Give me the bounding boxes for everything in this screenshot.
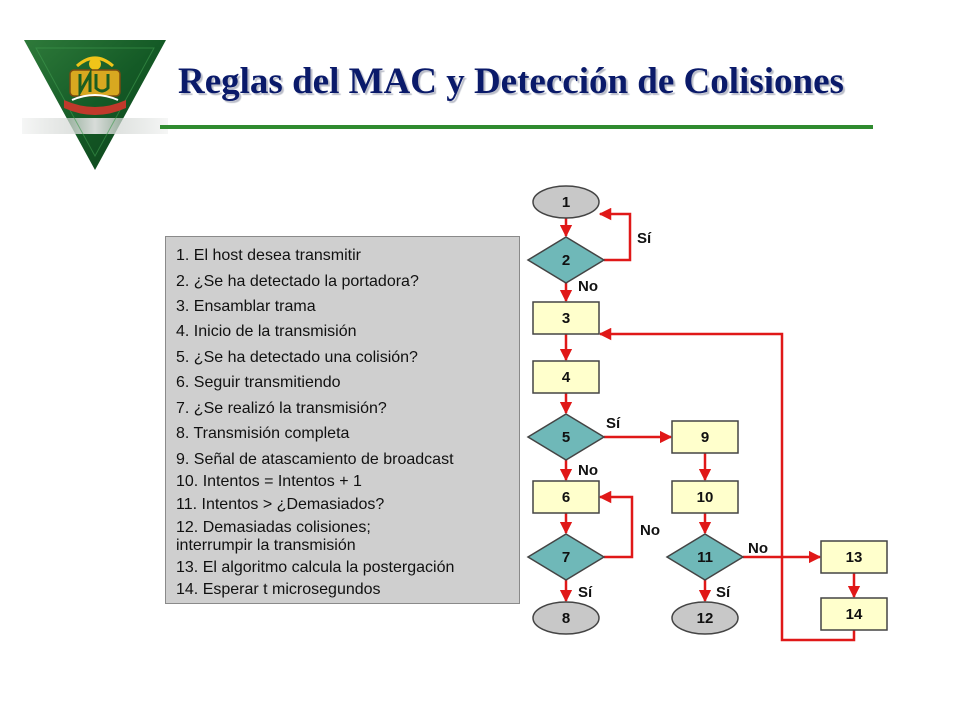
legend-item: 11. Intentos > ¿Demasiados? xyxy=(176,496,385,513)
legend-panel: 1. El host desea transmitir 2. ¿Se ha de… xyxy=(165,236,520,604)
edge-label-7-6: No xyxy=(640,522,660,539)
edge-label-5-6: No xyxy=(578,462,598,479)
node-7-decision: 7 xyxy=(526,533,606,581)
node-label: 2 xyxy=(562,252,570,269)
node-shape xyxy=(526,413,606,461)
node-label: 5 xyxy=(562,429,570,446)
node-shape xyxy=(671,601,739,635)
node-10-process: 10 xyxy=(671,480,739,514)
node-11-decision: 11 xyxy=(665,533,745,581)
node-shape xyxy=(532,301,600,335)
edge-14-3 xyxy=(598,327,856,642)
edge-label-7-8: Sí xyxy=(578,584,593,601)
node-label: 9 xyxy=(701,429,709,446)
node-6-process: 6 xyxy=(532,480,600,514)
edge-label-5-9: Sí xyxy=(606,415,621,432)
node-shape xyxy=(820,540,888,574)
edge-2-2 xyxy=(598,207,632,262)
edge-7-6 xyxy=(598,490,634,559)
legend-item: 4. Inicio de la transmisión xyxy=(176,323,357,340)
node-label: 10 xyxy=(697,489,714,506)
node-label: 13 xyxy=(846,549,863,566)
node-label: 1 xyxy=(562,194,570,211)
legend-item: 12. Demasiadas colisiones; xyxy=(176,519,371,536)
node-label: 6 xyxy=(562,489,570,506)
legend-item: 7. ¿Se realizó la transmisión? xyxy=(176,400,387,417)
node-1-terminal: 1 xyxy=(532,185,600,219)
legend-item: 8. Transmisión completa xyxy=(176,425,350,442)
edge-label-2-2: Sí xyxy=(637,230,652,247)
node-label: 3 xyxy=(562,310,570,327)
node-label: 4 xyxy=(562,369,571,386)
node-label: 7 xyxy=(562,549,570,566)
legend-item: 5. ¿Se ha detectado una colisión? xyxy=(176,349,418,366)
node-label: 14 xyxy=(846,606,863,623)
node-shape xyxy=(820,597,888,631)
node-shape xyxy=(526,236,606,284)
edge-label-2-3: No xyxy=(578,278,598,295)
node-9-process: 9 xyxy=(671,420,739,454)
node-13-process: 13 xyxy=(820,540,888,574)
node-label: 11 xyxy=(697,549,713,566)
university-logo xyxy=(22,40,168,170)
node-shape xyxy=(671,420,739,454)
legend-item: interrumpir la transmisión xyxy=(176,537,356,554)
node-shape xyxy=(532,480,600,514)
node-label: 12 xyxy=(697,610,714,627)
legend-item: 13. El algoritmo calcula la postergación xyxy=(176,559,455,576)
legend-item: 14. Esperar t microsegundos xyxy=(176,581,381,598)
node-8-terminal: 8 xyxy=(532,601,600,635)
title-underline xyxy=(160,125,873,129)
legend-item: 9. Señal de atascamiento de broadcast xyxy=(176,451,454,468)
edge-label-11-12: Sí xyxy=(716,584,731,601)
node-label: 8 xyxy=(562,610,570,627)
node-shape xyxy=(671,480,739,514)
legend-item: 1. El host desea transmitir xyxy=(176,247,361,264)
node-shape xyxy=(532,185,600,219)
slide-title: Reglas del MAC y Detección de Colisiones xyxy=(178,61,844,102)
node-12-terminal: 12 xyxy=(671,601,739,635)
edge-label-11-13: No xyxy=(748,540,768,557)
node-5-decision: 5 xyxy=(526,413,606,461)
node-4-process: 4 xyxy=(532,360,600,394)
legend-item: 2. ¿Se ha detectado la portadora? xyxy=(176,273,419,290)
legend-item: 6. Seguir transmitiendo xyxy=(176,374,341,391)
legend-item: 3. Ensamblar trama xyxy=(176,298,316,315)
node-shape xyxy=(665,533,745,581)
node-14-process: 14 xyxy=(820,597,888,631)
node-2-decision: 2 xyxy=(526,236,606,284)
node-shape xyxy=(532,601,600,635)
node-3-process: 3 xyxy=(532,301,600,335)
node-shape xyxy=(526,533,606,581)
node-shape xyxy=(532,360,600,394)
legend-item: 10. Intentos = Intentos + 1 xyxy=(176,473,362,490)
